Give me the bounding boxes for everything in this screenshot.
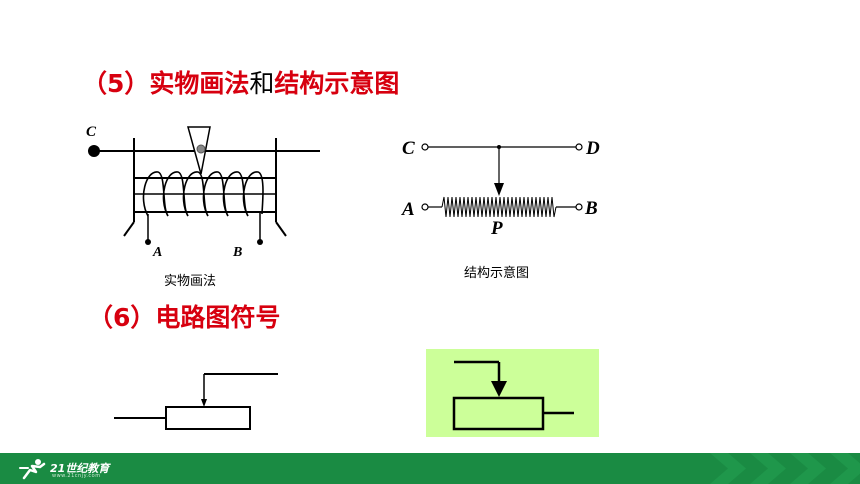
resistance-coil <box>142 171 264 217</box>
struct-label-b: B <box>584 198 598 219</box>
struct-terminal-d <box>575 143 583 151</box>
symbol2-arrow <box>491 381 507 397</box>
footer-chevrons <box>710 453 860 484</box>
symbol1-resistor <box>165 406 251 430</box>
struct-terminal-c <box>421 143 429 151</box>
left-foot <box>123 221 135 237</box>
symbol1-arrow <box>201 399 207 407</box>
struct-label-c: C <box>402 138 415 159</box>
heading-5: （5）实物画法和结构示意图 <box>82 64 399 100</box>
terminal-c <box>88 145 100 157</box>
logo-url: www.21cnjy.com <box>52 473 101 479</box>
right-foot <box>275 221 287 237</box>
rheostat-symbol-plain <box>114 373 278 430</box>
struct-terminal-a <box>421 203 429 211</box>
struct-label-a: A <box>401 199 415 220</box>
heading-5-connector: 和 <box>249 69 275 98</box>
heading-5-part1: （5）实物画法 <box>82 69 250 98</box>
rheostat-symbol-highlighted <box>452 360 574 431</box>
terminal-b <box>257 239 263 245</box>
label-c: C <box>86 124 97 140</box>
footer-bar <box>0 453 860 484</box>
label-b: B <box>232 245 242 260</box>
logo-text: 21世纪教育 <box>50 462 110 475</box>
slider-arrow <box>494 183 504 196</box>
logo[interactable]: 21世纪教育 www.21cnjy.com <box>12 456 122 482</box>
heading-6: （6）电路图符号 <box>88 303 281 332</box>
struct-label-p: P <box>490 218 503 239</box>
runner-icon <box>19 459 46 480</box>
physical-drawing: C D A B <box>86 124 320 260</box>
terminal-a <box>145 239 151 245</box>
caption-structure: 结构示意图 <box>464 266 530 281</box>
symbol2-resistor <box>452 396 545 431</box>
struct-terminal-b <box>575 203 583 211</box>
heading-5-part2: 结构示意图 <box>274 69 400 98</box>
resistance-zigzag <box>441 196 557 218</box>
ceramic-tube <box>133 177 277 213</box>
structure-diagram: C D A B P <box>401 138 600 239</box>
struct-label-d: D <box>585 138 600 159</box>
slider-contact <box>196 144 206 154</box>
label-a: A <box>152 245 162 260</box>
caption-physical: 实物画法 <box>164 274 217 289</box>
